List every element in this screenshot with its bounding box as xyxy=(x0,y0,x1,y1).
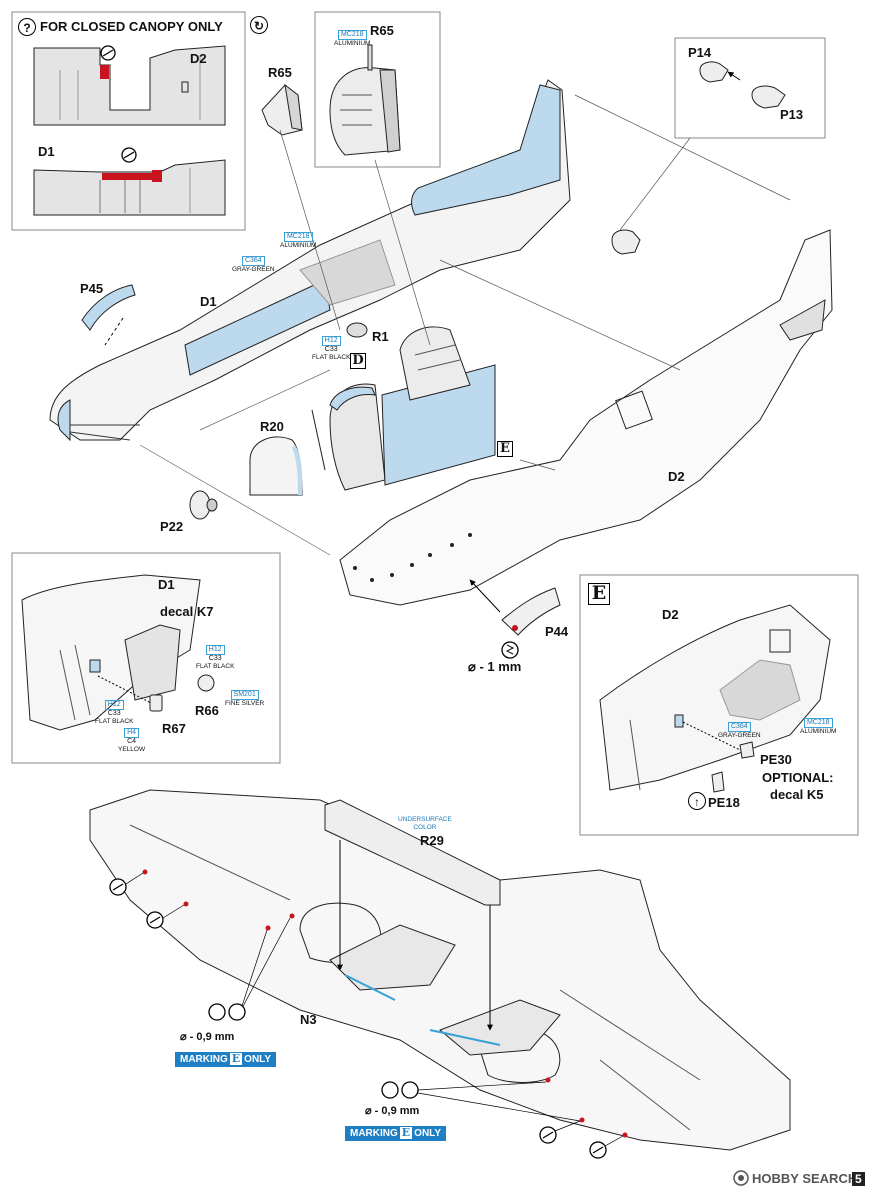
canopy-inset-title: FOR CLOSED CANOPY ONLY xyxy=(40,19,223,34)
bend-icon: ↑ xyxy=(688,792,706,810)
decal-k7-label: decal K7 xyxy=(160,604,214,619)
p22-part xyxy=(189,490,218,520)
label-p45: P45 xyxy=(80,281,104,296)
label-decal-k5: decal K5 xyxy=(770,787,824,802)
canopy-label-d1: D1 xyxy=(38,144,55,159)
hobby-search-logo xyxy=(733,1170,749,1186)
label-p13: P13 xyxy=(780,107,804,122)
label-r66: R66 xyxy=(195,703,219,718)
wing-drill-leaders xyxy=(239,917,581,1122)
drill-p44: ⌀ - 1 mm xyxy=(468,659,522,674)
help-icon-canopy: ? xyxy=(18,18,36,36)
p14-part xyxy=(699,61,729,83)
cockpit-assembly xyxy=(311,326,496,491)
label-r65-right: R65 xyxy=(370,23,394,38)
label-pe18: PE18 xyxy=(708,795,740,810)
r20-part xyxy=(249,436,303,496)
label-r29: R29 xyxy=(420,833,444,848)
canopy-d1-detail xyxy=(33,159,226,216)
pe30-part xyxy=(739,741,755,759)
box-label-e-inset: E xyxy=(588,583,610,605)
p45-part xyxy=(81,284,136,331)
label-d1-main: D1 xyxy=(200,294,217,309)
inset-e-detail xyxy=(599,604,831,791)
watermark: HOBBY SEARCH xyxy=(752,1171,858,1186)
reverse-icon: ↻ xyxy=(250,16,268,34)
label-p14: P14 xyxy=(688,45,712,60)
fuselage-attachment-lines xyxy=(104,94,791,556)
seat-back-detail xyxy=(329,44,401,156)
page-number: 5 xyxy=(852,1172,865,1186)
inset-d1-label: D1 xyxy=(158,577,175,592)
wing-sand-icons xyxy=(109,872,624,1159)
box-label-e-main: E xyxy=(497,441,513,457)
drill-right: ⌀ - 0,9 mm xyxy=(365,1105,420,1117)
wing-check-icons xyxy=(208,1003,419,1099)
label-pe30: PE30 xyxy=(760,752,792,767)
p13-part xyxy=(751,85,786,109)
label-optional: OPTIONAL: xyxy=(762,770,834,785)
label-r65-left: R65 xyxy=(268,65,292,80)
canopy-label-d2: D2 xyxy=(190,51,207,66)
label-d2-main: D2 xyxy=(668,469,685,484)
canopy-d2-detail xyxy=(33,45,226,126)
label-r67: R67 xyxy=(162,721,186,736)
inset-d1-detail xyxy=(21,574,201,731)
r67-part xyxy=(149,694,163,712)
inset-e-d2: D2 xyxy=(662,607,679,622)
p13-p14-frame xyxy=(674,37,826,139)
lower-wing-n3 xyxy=(89,789,791,1151)
r66-part xyxy=(197,674,215,692)
sand-icon-a xyxy=(100,45,116,61)
fuselage-d2-half xyxy=(339,229,833,606)
box-label-d: D xyxy=(350,353,366,369)
label-p22: P22 xyxy=(160,519,184,534)
r29-part xyxy=(324,799,501,1031)
pe18-part xyxy=(711,771,725,793)
sand-icon-b xyxy=(121,147,137,163)
drill-icon-p44 xyxy=(501,641,519,659)
p13-assembled-part xyxy=(611,229,641,255)
label-p44: P44 xyxy=(545,624,569,639)
label-r1: R1 xyxy=(372,329,389,344)
drill-left: ⌀ - 0,9 mm xyxy=(180,1031,235,1043)
label-r20: R20 xyxy=(260,419,284,434)
label-n3: N3 xyxy=(300,1012,317,1027)
r65-piece-left xyxy=(261,83,303,136)
fuselage-d1-half xyxy=(49,79,571,442)
r1-part xyxy=(346,322,368,338)
p44-part xyxy=(469,579,561,636)
